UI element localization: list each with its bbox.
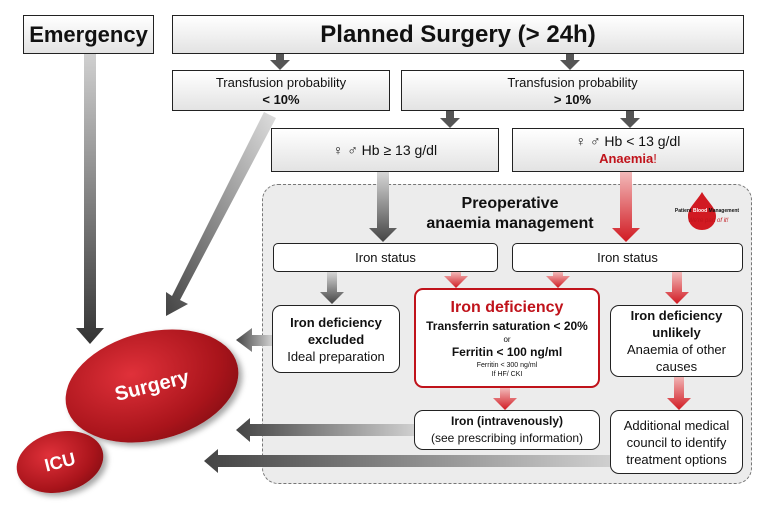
iron-status-left-box: Iron status [273, 243, 498, 272]
prob-high-line1: Transfusion probability [507, 74, 638, 90]
emergency-box: Emergency [23, 15, 154, 54]
arrow-high-hbhigh [440, 111, 460, 128]
hb-low-label: ♀ ♂ Hb < 13 g/dl [575, 133, 681, 149]
surgery-label: Surgery [112, 365, 192, 406]
arrow-high-hblow [620, 111, 640, 128]
iron-status-left-label: Iron status [355, 250, 416, 265]
arrow-hblow-iron [612, 172, 640, 242]
deficiency-note2: If HF/ CKI [491, 371, 523, 378]
unlikely-line2: unlikely [652, 325, 701, 340]
logo-tagline: We're part of it! [688, 218, 729, 224]
logo-text-a: Patient [674, 208, 692, 214]
deficiency-note1: Ferritin < 300 ng/ml [476, 362, 538, 369]
icu-label: ICU [42, 448, 78, 475]
logo-text-b: Blood [692, 208, 708, 214]
planned-surgery-box: Planned Surgery (> 24h) [172, 15, 744, 54]
pbm-logo: Patient Blood Management We're part of i… [666, 190, 748, 232]
iv-line2: (see prescribing information) [430, 431, 584, 445]
arrow-emergency-surgery [76, 54, 104, 344]
logo-text-c: Management [708, 208, 740, 214]
arrow-planned-low [270, 53, 290, 70]
arrow-lowprob-surgery [166, 112, 276, 316]
unlikely-line3: Anaemia of other [626, 342, 726, 357]
blood-drop-icon [688, 192, 716, 230]
iron-excluded-box: Iron deficiency excluded Ideal preparati… [272, 305, 400, 373]
arrow-ironl-deficiency [444, 272, 468, 288]
hb-low-box: ♀ ♂ Hb < 13 g/dl Anaemia! [512, 128, 744, 172]
prob-low-line2: < 10% [262, 91, 300, 107]
prob-high-line2: > 10% [553, 91, 592, 107]
deficiency-title: Iron deficiency [450, 299, 564, 316]
excluded-line1: Iron deficiency [290, 314, 382, 330]
iron-status-right-box: Iron status [512, 243, 743, 272]
unlikely-line1: Iron deficiency [630, 308, 723, 323]
panel-title-line2: anaemia management [426, 215, 594, 232]
prob-low-line1: Transfusion probability [215, 74, 347, 90]
deficiency-ferritin: Ferritin < 100 ng/ml [451, 345, 563, 359]
hb-high-box: ♀ ♂ Hb ≥ 13 g/dl [271, 128, 499, 172]
deficiency-tsat: Transferrin saturation < 20% [426, 319, 588, 333]
arrow-council-icu [204, 449, 610, 473]
council-line2: council to identify [626, 434, 727, 450]
unlikely-line4: causes [655, 359, 698, 374]
transfusion-prob-low-box: Transfusion probability < 10% [172, 70, 390, 111]
deficiency-or: or [503, 335, 511, 344]
excluded-line2: excluded [307, 331, 365, 347]
arrow-hbhigh-iron [369, 172, 397, 242]
arrow-ironl-excluded [320, 272, 344, 304]
panel-title: Preoperative anaemia management [400, 191, 620, 237]
iron-unlikely-box: Iron deficiency unlikely Anaemia of othe… [610, 305, 743, 377]
arrow-ironr-unlikely [665, 272, 689, 304]
arrow-excluded-surgery [236, 328, 272, 352]
emergency-label: Emergency [29, 21, 148, 47]
excluded-line3: Ideal preparation [287, 348, 385, 364]
planned-surgery-label: Planned Surgery (> 24h) [320, 20, 596, 48]
iron-status-right-label: Iron status [597, 250, 658, 265]
arrow-ironr-deficiency [546, 272, 570, 288]
hb-high-label: ♀ ♂ Hb ≥ 13 g/dl [332, 141, 438, 158]
arrow-planned-high [560, 53, 580, 70]
arrow-deficiency-iv [493, 388, 517, 410]
panel-title-line1: Preoperative [461, 195, 559, 212]
iron-iv-box: Iron (intravenously) (see prescribing in… [414, 410, 600, 450]
transfusion-prob-high-box: Transfusion probability > 10% [401, 70, 744, 111]
anaemia-exclamation: ! [653, 151, 657, 166]
arrow-iv-surgery [236, 418, 414, 442]
medical-council-box: Additional medical council to identify t… [610, 410, 743, 474]
arrow-unlikely-council [667, 376, 691, 410]
anaemia-label: Anaemia [599, 151, 654, 166]
iv-line1: Iron (intravenously) [450, 414, 563, 428]
council-line1: Additional medical [623, 417, 730, 433]
iron-deficiency-box: Iron deficiency Transferrin saturation <… [414, 288, 600, 388]
council-line3: treatment options [626, 451, 727, 467]
